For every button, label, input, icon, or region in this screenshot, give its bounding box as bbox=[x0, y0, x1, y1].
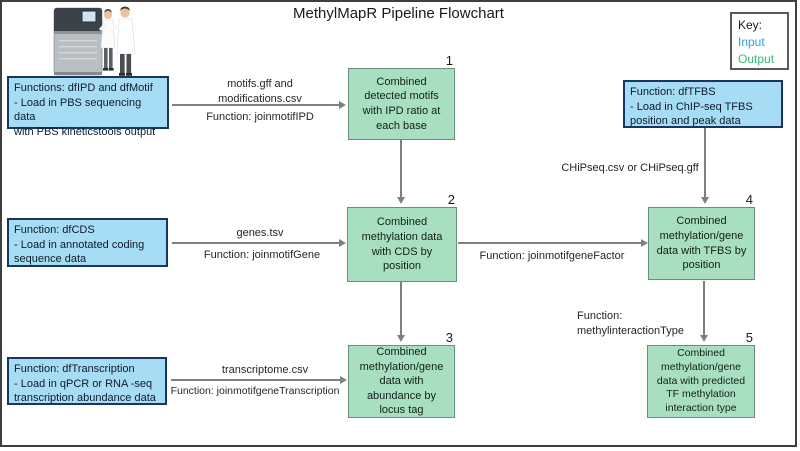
step-number: 3 bbox=[445, 330, 453, 345]
sequencer-illustration bbox=[42, 2, 138, 82]
scientist-figure bbox=[112, 6, 136, 76]
input-box-dfcds: Function: dfCDS - Load in annotated codi… bbox=[7, 218, 168, 267]
key-heading: Key: bbox=[738, 18, 763, 32]
input-box-line: - Load in ChIP-seq TFBS bbox=[630, 100, 753, 113]
output-box-step3: 3 Combined methylation/gene data with ab… bbox=[348, 330, 455, 418]
arrow-label-methylinteractiontype: Function: methylinteractionType bbox=[577, 309, 699, 338]
legend-key-box: Key: Input Output bbox=[730, 12, 789, 70]
arrow-label-chipseq: CHiPseq.csv or CHiPseq.gff bbox=[561, 162, 699, 174]
arrow-label-transcriptome: transcriptome.csv bbox=[221, 364, 309, 376]
input-box-line: Function: dfCDS bbox=[14, 224, 95, 236]
output-box-text: Combined methylation/gene data with abun… bbox=[359, 346, 444, 417]
output-box-text: Combined methylation/gene data with pred… bbox=[656, 346, 746, 415]
input-box-dfipd: Functions: dfIPD and dfMotif - Load in P… bbox=[7, 76, 169, 138]
output-box-step5: 5 Combined methylation/gene data with pr… bbox=[647, 330, 755, 418]
page-title: MethylMapR Pipeline Flowchart bbox=[293, 5, 504, 22]
arrow-label-joinmotifgene: Function: joinmotifGene bbox=[203, 249, 321, 261]
input-box-line: with PBS kineticstools output bbox=[14, 126, 156, 139]
scientist-figure bbox=[99, 9, 116, 71]
step-number: 4 bbox=[745, 192, 753, 207]
arrow-dftfbs-to-step4 bbox=[704, 128, 706, 198]
step-number: 5 bbox=[745, 330, 753, 345]
step-number: 2 bbox=[447, 192, 455, 207]
output-box-step1: 1 Combined detected motifs with IPD rati… bbox=[348, 53, 455, 140]
output-box-text: Combined methylation/gene data with TFBS… bbox=[656, 215, 747, 272]
input-box-line: Function: dfTranscription bbox=[14, 363, 135, 375]
output-box-step2: 2 Combined methylation data with CDS by … bbox=[347, 192, 457, 282]
input-box-line: Function: dfTFBS bbox=[630, 86, 716, 98]
arrow-step2-to-step4 bbox=[458, 242, 642, 244]
input-box-line: - Load in qPCR or RNA -seq bbox=[14, 377, 153, 390]
key-input-label: Input bbox=[738, 34, 765, 49]
arrow-step1-to-step2 bbox=[400, 140, 402, 198]
key-output-label: Output bbox=[738, 51, 775, 66]
arrow-label-joinmotifgenetranscription: Function: joinmotifgeneTranscription bbox=[170, 385, 340, 397]
arrow-label-line: motifs.gff and bbox=[227, 78, 293, 90]
arrow-label-line: modifications.csv bbox=[218, 92, 302, 105]
arrow-label-line: Function: bbox=[577, 310, 623, 322]
arrow-label-joinmotifgenefactor: Function: joinmotifgeneFactor bbox=[479, 250, 625, 262]
input-box-line: Functions: dfIPD and dfMotif bbox=[14, 82, 153, 94]
arrow-label-line: methylinteractionType bbox=[577, 324, 684, 337]
arrow-dftranscription-to-step3 bbox=[171, 379, 341, 381]
input-box-dftfbs: Function: dfTFBS - Load in ChIP-seq TFBS… bbox=[623, 80, 783, 128]
input-box-line: - Load in PBS sequencing data bbox=[14, 96, 142, 124]
output-box-text: Combined detected motifs with IPD ratio … bbox=[362, 75, 441, 132]
arrow-label-motifs-files: motifs.gff and modifications.csv bbox=[190, 77, 330, 106]
arrow-label-genes: genes.tsv bbox=[236, 227, 284, 239]
output-box-step4: 4 Combined methylation/gene data with TF… bbox=[648, 192, 755, 280]
input-box-line: sequence data bbox=[14, 253, 87, 266]
input-box-dftranscription: Function: dfTranscription - Load in qPCR… bbox=[7, 357, 167, 405]
input-box-line: position and peak data bbox=[630, 115, 741, 128]
output-box-text: Combined methylation data with CDS by po… bbox=[361, 216, 443, 273]
step-number: 1 bbox=[445, 53, 453, 68]
arrow-step2-to-step3 bbox=[400, 282, 402, 336]
arrow-label-joinmotifipd: Function: joinmotifIPD bbox=[206, 111, 314, 123]
arrow-dfipd-to-step1 bbox=[172, 104, 340, 106]
arrow-dfcds-to-step2 bbox=[172, 242, 340, 244]
input-box-line: transcription abundance data bbox=[14, 392, 156, 405]
arrow-step4-to-step5 bbox=[703, 281, 705, 336]
input-box-line: - Load in annotated coding bbox=[14, 238, 145, 251]
